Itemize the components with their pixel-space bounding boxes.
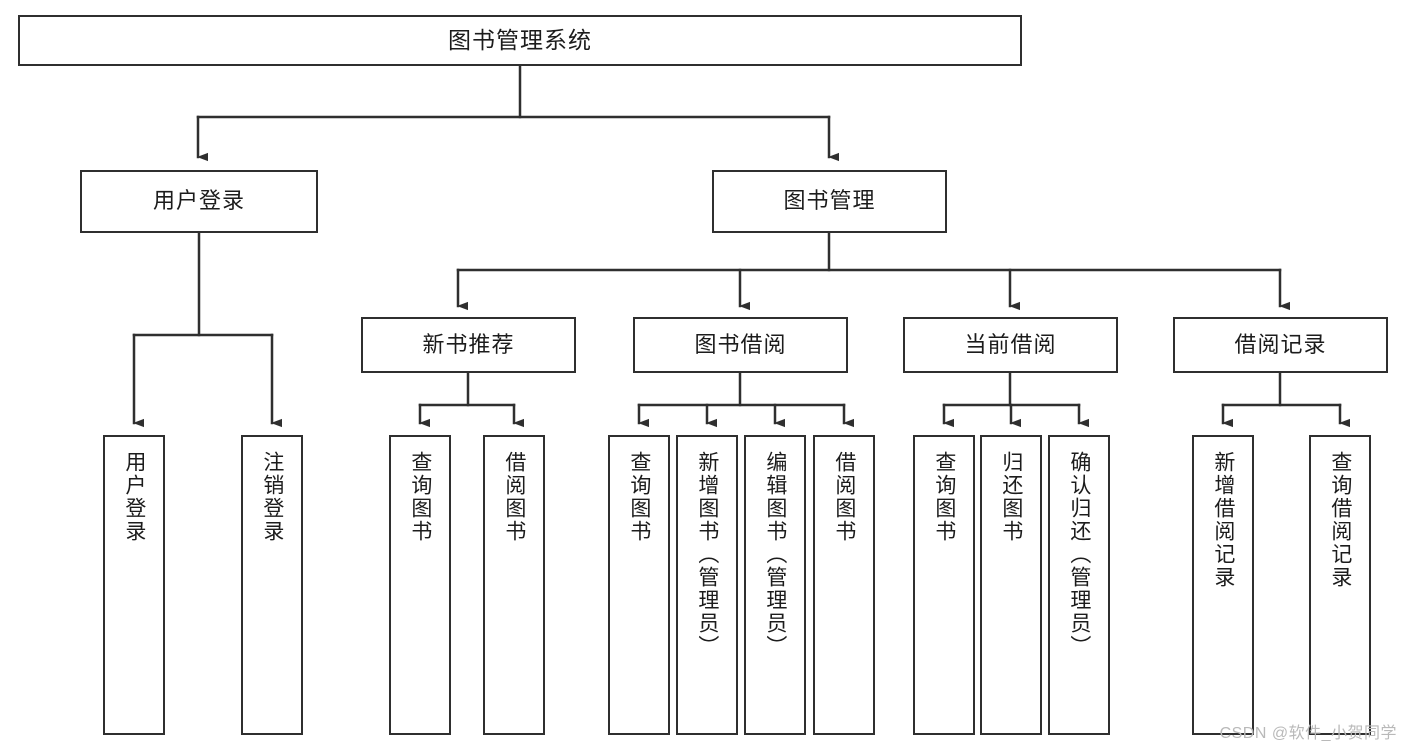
leaf-new-book-query[interactable]: 查询图书 (389, 435, 451, 735)
leaf-label: 新增图书（管理员） (695, 451, 719, 658)
leaf-user-login-signin[interactable]: 用户登录 (103, 435, 165, 735)
leaf-label: 查询借阅记录 (1328, 451, 1352, 589)
node-root-system[interactable]: 图书管理系统 (18, 15, 1022, 66)
leaf-label: 借阅图书 (502, 451, 526, 543)
leaf-label: 查询图书 (408, 451, 432, 543)
leaf-label: 编辑图书（管理员） (763, 451, 787, 658)
leaf-records-add[interactable]: 新增借阅记录 (1192, 435, 1254, 735)
leaf-book-borrow-borrow[interactable]: 借阅图书 (813, 435, 875, 735)
node-new-book-recommend[interactable]: 新书推荐 (361, 317, 576, 373)
leaf-book-borrow-edit[interactable]: 编辑图书（管理员） (744, 435, 806, 735)
leaf-label: 归还图书 (999, 451, 1023, 543)
node-user-login[interactable]: 用户登录 (80, 170, 318, 233)
leaf-current-borrow-return[interactable]: 归还图书 (980, 435, 1042, 735)
csdn-watermark: CSDN @软件_小贺同学 (1219, 725, 1397, 742)
leaf-label: 确认归还（管理员） (1067, 451, 1091, 658)
leaf-label: 查询图书 (627, 451, 651, 543)
node-borrow-records[interactable]: 借阅记录 (1173, 317, 1388, 373)
leaf-book-borrow-add[interactable]: 新增图书（管理员） (676, 435, 738, 735)
leaf-label: 注销登录 (260, 451, 284, 543)
node-book-management[interactable]: 图书管理 (712, 170, 947, 233)
leaf-label: 借阅图书 (832, 451, 856, 543)
leaf-book-borrow-query[interactable]: 查询图书 (608, 435, 670, 735)
leaf-label: 查询图书 (932, 451, 956, 543)
leaf-new-book-borrow[interactable]: 借阅图书 (483, 435, 545, 735)
leaf-current-borrow-confirm[interactable]: 确认归还（管理员） (1048, 435, 1110, 735)
node-book-borrow[interactable]: 图书借阅 (633, 317, 848, 373)
leaf-current-borrow-query[interactable]: 查询图书 (913, 435, 975, 735)
leaf-label: 新增借阅记录 (1211, 451, 1235, 589)
leaf-records-query[interactable]: 查询借阅记录 (1309, 435, 1371, 735)
node-current-borrow[interactable]: 当前借阅 (903, 317, 1118, 373)
leaf-user-login-signout[interactable]: 注销登录 (241, 435, 303, 735)
leaf-label: 用户登录 (122, 451, 146, 543)
